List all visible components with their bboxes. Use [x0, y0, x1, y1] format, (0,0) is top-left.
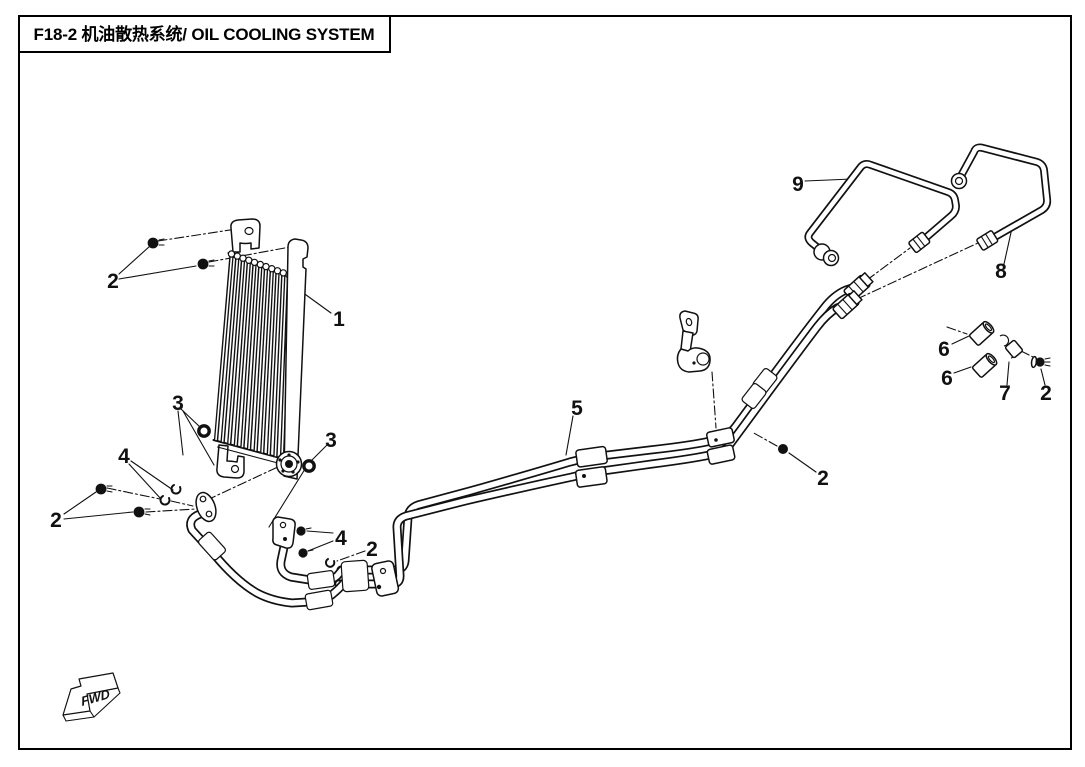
- hose-bracket: [272, 516, 296, 549]
- callout-6-lower: 6: [941, 367, 953, 390]
- pipe-clamp-right: [705, 427, 736, 465]
- callout-3-right: 3: [325, 429, 337, 452]
- cooler-outlet-flange: [195, 491, 217, 523]
- bolt-bracket-1: [296, 526, 312, 536]
- bolt-top-1: [147, 237, 165, 249]
- callout-4-right: 4: [335, 527, 347, 550]
- clip-mid: [324, 558, 336, 568]
- callout-2-left: 2: [50, 509, 62, 532]
- banjo-fitting-9: [813, 243, 840, 267]
- callout-labels: 2 1 3 3 4 2 4 2 5 9 8 6 6 7 2 2: [50, 173, 1052, 561]
- cooler-port-flange: [275, 450, 303, 478]
- grommet-right: [302, 459, 316, 473]
- projection-lines: [106, 227, 1034, 562]
- callout-2-mid: 2: [366, 538, 378, 561]
- pipe-flange-plate: [371, 560, 400, 597]
- bolt-bracket-2: [298, 548, 314, 558]
- rubber-sleeve-lower: [971, 352, 998, 378]
- cooler-bracket-top: [230, 218, 261, 253]
- cooler-core-fins: [212, 250, 293, 466]
- grommet-left: [197, 424, 211, 438]
- title-block: [18, 15, 391, 53]
- cooler-side-frame: [283, 238, 309, 480]
- callout-7: 7: [999, 382, 1011, 405]
- clip-left-1: [170, 484, 182, 495]
- callout-9: 9: [792, 173, 804, 196]
- clip-left-2: [159, 495, 171, 506]
- pipe-clamp-7: [999, 334, 1024, 359]
- callout-3-left: 3: [172, 392, 184, 415]
- fasteners: [95, 237, 788, 568]
- callout-2-right: 2: [1040, 382, 1052, 405]
- callout-4-left: 4: [118, 445, 130, 468]
- page-title: F18-2 机油散热系统/ OIL COOLING SYSTEM: [34, 24, 375, 44]
- pipe-fitting-8: [976, 230, 999, 251]
- rubber-sleeve-upper: [968, 320, 995, 346]
- callout-2-topleft: 2: [107, 270, 119, 293]
- banjo-fitting-8: [950, 172, 968, 190]
- cooler-bracket-bottom: [216, 444, 245, 479]
- bolt-lower-2: [133, 506, 151, 518]
- oil-pipe-loop-9: [804, 160, 960, 267]
- callout-6-upper: 6: [938, 338, 950, 361]
- bolt-top-2: [197, 258, 215, 270]
- callout-8: 8: [995, 260, 1007, 283]
- bolt-lower-1: [95, 483, 113, 495]
- callout-1: 1: [333, 308, 345, 331]
- oil-cooler-assembly: [195, 218, 316, 523]
- pipe-couplings: [832, 272, 874, 320]
- page-border: [18, 15, 1072, 750]
- hose-sleeves: [197, 368, 778, 611]
- callout-2-bolt: 2: [817, 467, 829, 490]
- bolt-clamp: [778, 444, 788, 454]
- flange-bolt-right: [1030, 355, 1051, 369]
- pipe-fitting-9: [908, 231, 931, 253]
- pipe-hanger-bracket: [676, 310, 711, 373]
- pipe-clamp-mid: [574, 445, 608, 488]
- oil-pipe-loop-8: [950, 143, 1052, 251]
- callout-5: 5: [571, 397, 583, 420]
